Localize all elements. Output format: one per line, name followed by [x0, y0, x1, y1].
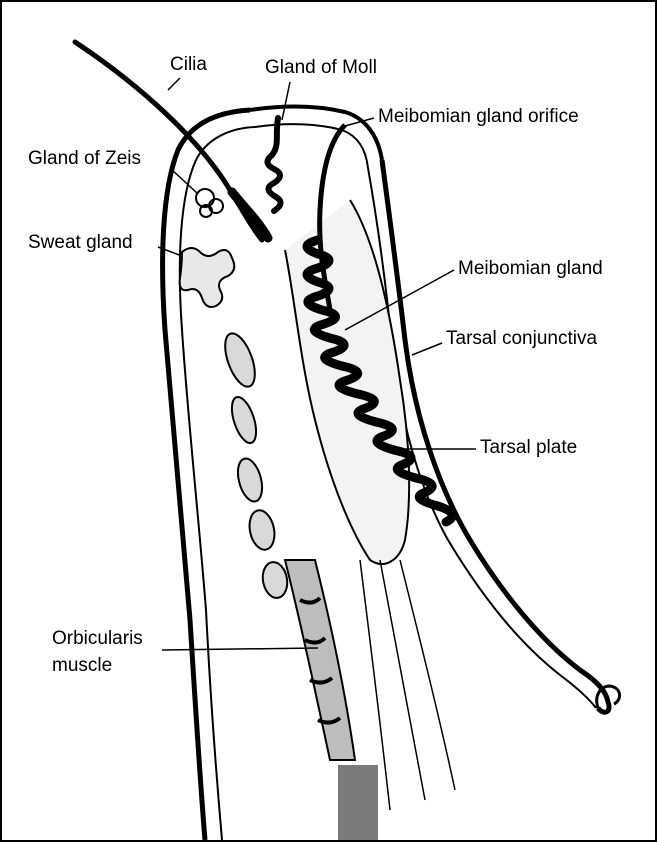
label-meibomian-gland-orifice: Meibomian gland orifice	[378, 106, 579, 128]
eyelid-anterior-skin-outline	[163, 110, 250, 840]
label-meibomian-gland: Meibomian gland	[458, 258, 603, 280]
label-sweat-gland: Sweat gland	[28, 232, 133, 254]
label-tarsal-conjunctiva: Tarsal conjunctiva	[446, 328, 597, 350]
lid-margin-outline	[250, 106, 382, 160]
label-tarsal-plate: Tarsal plate	[480, 437, 577, 459]
label-gland-of-moll: Gland of Moll	[265, 57, 377, 79]
label-orbicularis-muscle-line1: Orbicularis	[52, 628, 143, 650]
orbicularis-muscle-band	[285, 560, 355, 760]
label-orbicularis-muscle-line2: muscle	[52, 655, 112, 677]
cilia-eyelash	[75, 42, 262, 240]
gland-of-moll-coil	[267, 118, 280, 211]
orbicularis-muscle-bundles	[219, 330, 290, 600]
cilia-follicle	[232, 192, 268, 238]
label-gland-of-zeis: Gland of Zeis	[28, 148, 141, 170]
levator-muscle-base	[338, 765, 378, 840]
lid-margin-inner-outline	[255, 124, 368, 168]
gland-of-zeis	[196, 189, 223, 217]
label-cilia: Cilia	[170, 54, 207, 76]
sweat-gland	[180, 248, 235, 307]
